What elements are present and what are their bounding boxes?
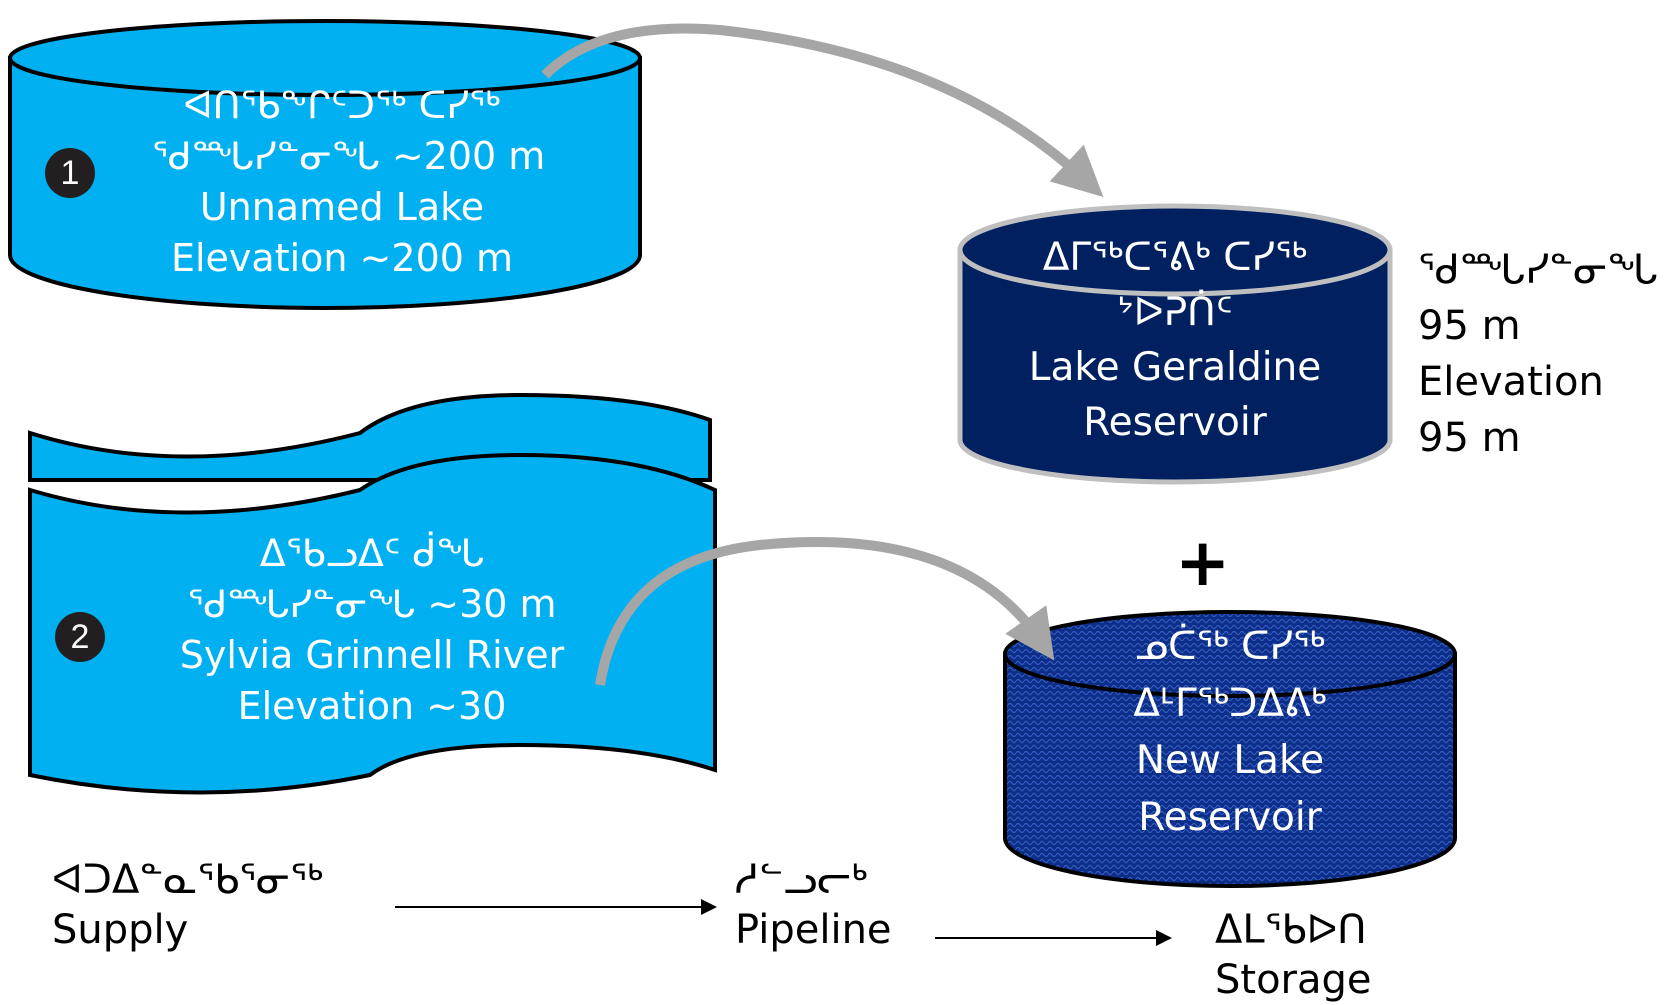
unnamed-lake-line-2: ᖁᙵᓯᓐᓂᖓ ~200 m <box>152 134 546 178</box>
unnamed-lake-top <box>8 19 642 97</box>
flow-storage-english: Storage <box>1215 957 1372 1003</box>
geraldine-elevation-line-1: ᖁᙵᓯᓐᓂᖓ <box>1418 247 1658 293</box>
lake-geraldine-label: ᐃᒥᖅᑕᕐᕕᒃ ᑕᓯᖅ ᔾᐅᕈᑏᑦ Lake Geraldine Reservo… <box>985 230 1365 450</box>
new-lake-line-1: ᓄᑖᖅ ᑕᓯᖅ <box>1134 624 1326 669</box>
new-lake-label: ᓄᑖᖅ ᑕᓯᖅ ᐃᒻᒥᖅᑐᐃᕕᒃ New Lake Reservoir <box>1040 618 1420 846</box>
arrow-unnamed-to-geraldine <box>541 23 1104 197</box>
unnamed-lake-label: ᐊᑎᖃᖕᒋᑦᑐᖅ ᑕᓯᖅ ᖁᙵᓯᓐᓂᖓ ~200 m Unnamed Lake … <box>152 80 546 284</box>
flow-pipeline: ᓱᓪᓗᓕᒃ Pipeline <box>735 855 892 955</box>
geraldine-elevation-line-3: Elevation <box>1418 359 1604 405</box>
lake-geraldine-cylinder <box>957 203 1393 485</box>
river-front-layer <box>28 452 717 795</box>
sylvia-river-banner <box>28 392 717 795</box>
unnamed-lake-line-4: Elevation ~200 m <box>170 236 514 280</box>
unnamed-lake-body <box>8 56 642 310</box>
arrow-river-to-newlake <box>595 537 1055 686</box>
flow-pipeline-syllabics: ᓱᓪᓗᓕᒃ <box>735 857 868 903</box>
lake-geraldine-line-3: Lake Geraldine <box>1028 345 1322 390</box>
unnamed-lake-line-3: Unnamed Lake <box>199 185 485 229</box>
new-lake-line-2: ᐃᒻᒥᖅᑐᐃᕕᒃ <box>1133 681 1327 726</box>
lake-geraldine-line-1: ᐃᒥᖅᑕᕐᕕᒃ ᑕᓯᖅ <box>1042 235 1308 280</box>
flow-storage-syllabics: ᐃᒪᖃᐅᑎ <box>1215 907 1367 953</box>
new-lake-line-3: New Lake <box>1135 738 1325 783</box>
sylvia-river-line-2: ᖁᙵᓯᓐᓂᖓ ~30 m <box>187 582 557 626</box>
flow-pipeline-english: Pipeline <box>735 907 892 953</box>
geraldine-elevation-text: ᖁᙵᓯᓐᓂᖓ 95 m Elevation 95 m <box>1418 242 1658 466</box>
plus-sign: + <box>1175 524 1231 601</box>
sylvia-river-line-4: Elevation ~30 <box>237 684 507 728</box>
geraldine-elevation-line-2: 95 m <box>1418 303 1521 349</box>
badge-1: 1 <box>45 148 95 198</box>
sylvia-river-label: ᐃᖃᓗᐃᑦ ᑰᖓ ᖁᙵᓯᓐᓂᖓ ~30 m Sylvia Grinnell Ri… <box>172 528 572 732</box>
lake-geraldine-line-4: Reservoir <box>1083 400 1267 445</box>
unnamed-lake-line-1: ᐊᑎᖃᖕᒋᑦᑐᖅ ᑕᓯᖅ <box>183 83 501 127</box>
lake-geraldine-line-2: ᔾᐅᕈᑏᑦ <box>1117 290 1233 335</box>
flow-supply: ᐊᑐᐃᓐᓇᖃᕐᓂᖅ Supply <box>52 855 323 955</box>
new-lake-cylinder <box>1003 610 1457 888</box>
flow-supply-syllabics: ᐊᑐᐃᓐᓇᖃᕐᓂᖅ <box>52 857 324 903</box>
sylvia-river-line-3: Sylvia Grinnell River <box>179 633 565 677</box>
badge-2: 2 <box>55 612 105 662</box>
unnamed-lake-cylinder <box>8 19 642 310</box>
geraldine-elevation-line-4: 95 m <box>1418 415 1521 461</box>
sylvia-river-line-1: ᐃᖃᓗᐃᑦ ᑰᖓ <box>259 531 485 575</box>
new-lake-line-4: Reservoir <box>1138 795 1322 840</box>
flow-storage: ᐃᒪᖃᐅᑎ Storage <box>1215 905 1372 1005</box>
flow-supply-english: Supply <box>52 907 189 953</box>
